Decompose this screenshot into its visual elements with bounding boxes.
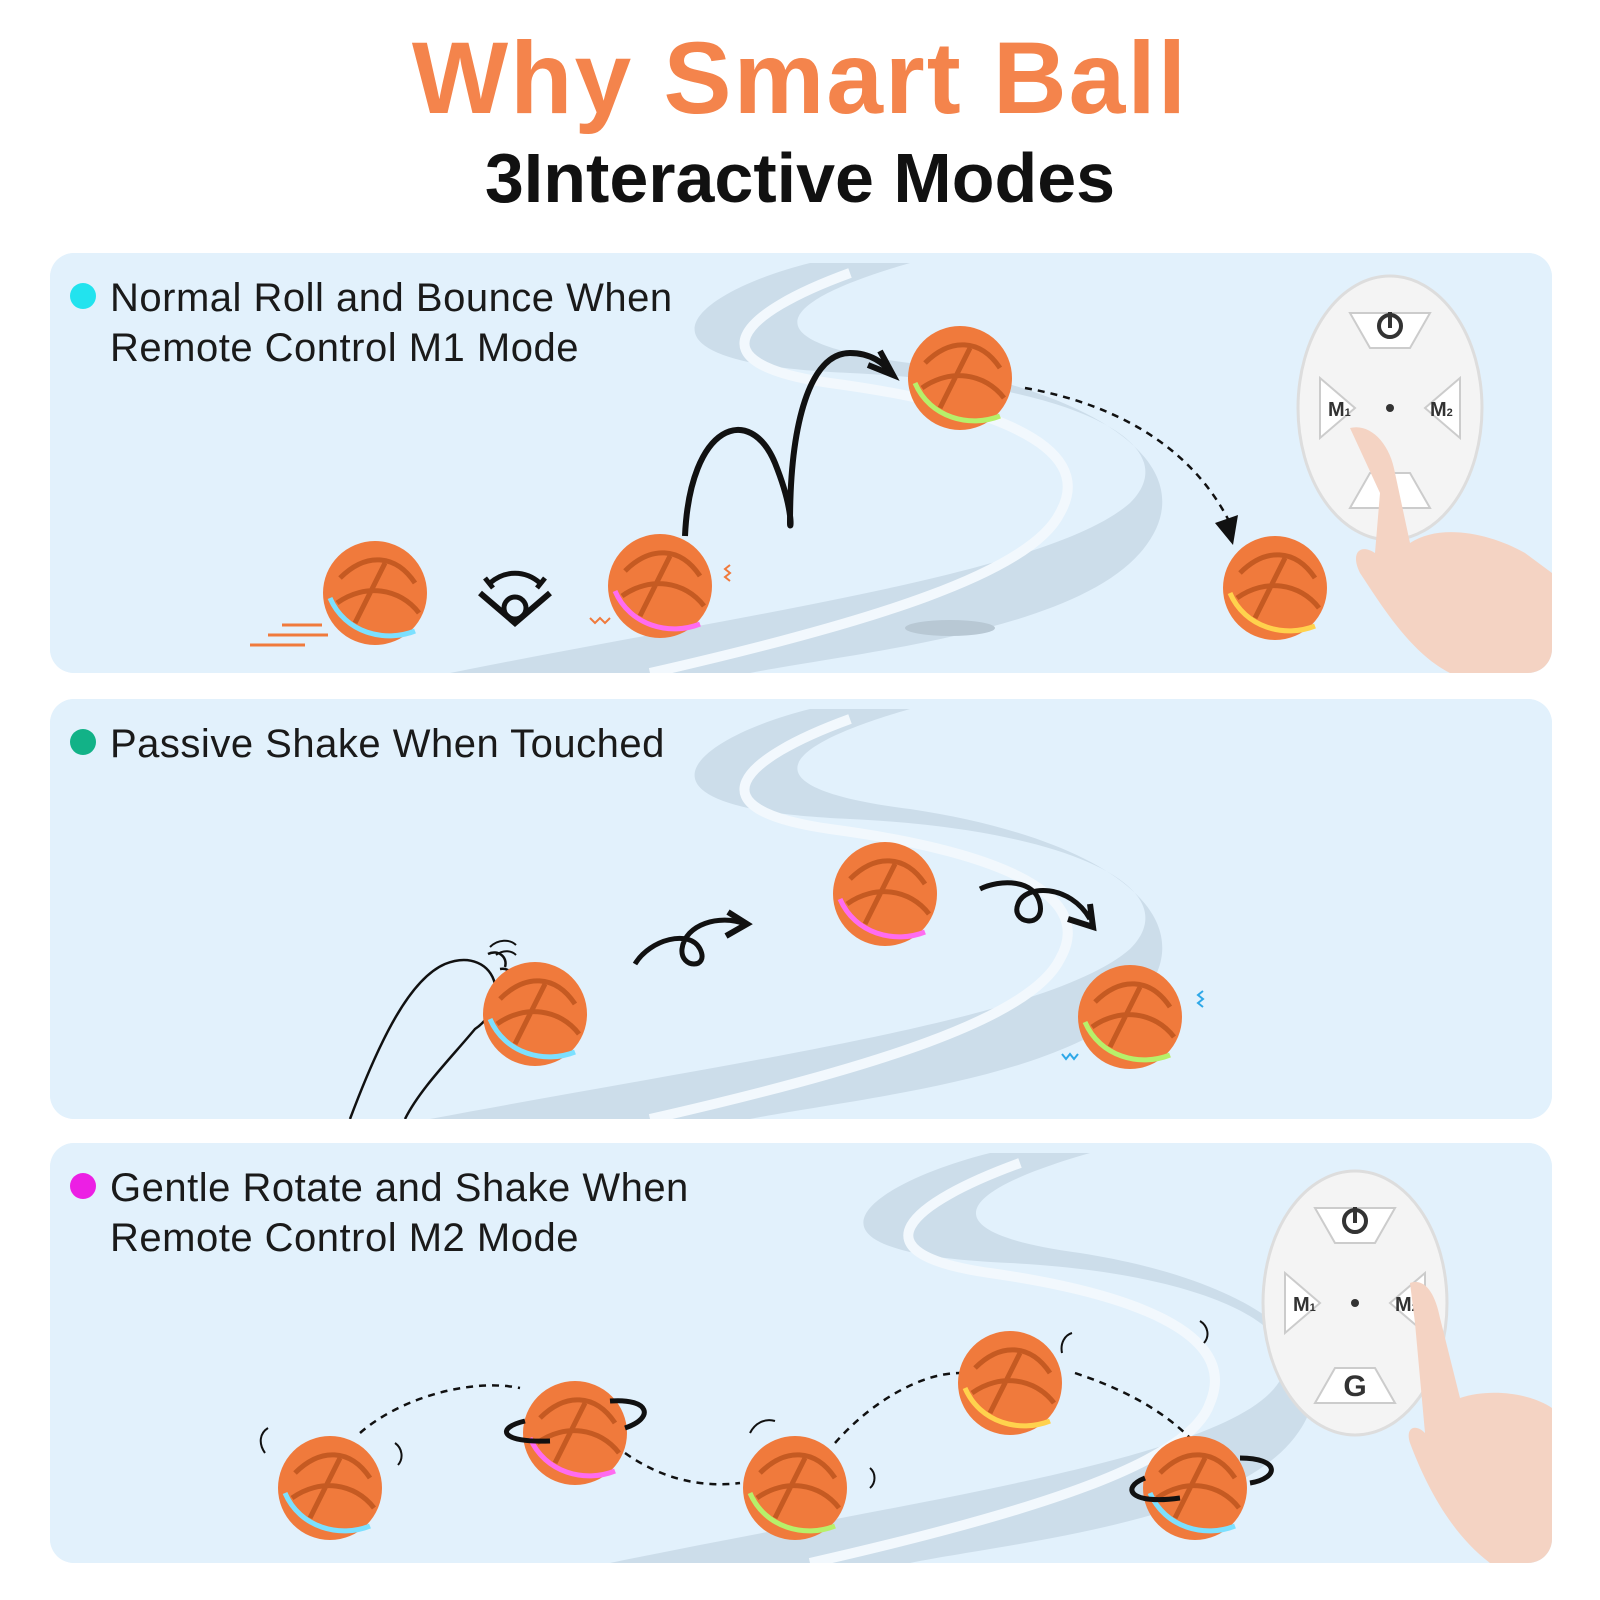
mode-heading-line1: Gentle Rotate and Shake When [110,1166,689,1210]
ball-rotating-2 [1143,1436,1247,1540]
remote-control: M1 M2 [1296,274,1484,542]
page-title: Why Smart Ball [411,21,1189,135]
mode-indicator-dot [70,1173,96,1199]
ball-rolling [323,541,427,645]
g-button[interactable] [1313,1367,1397,1404]
vibration-mark [1061,1052,1079,1061]
m1-button[interactable] [1319,375,1357,441]
svg-text:M2: M2 [1430,399,1453,421]
mode-panel-m2: M1 M2 G Gentle Rotate and Shake When Rem… [50,1143,1552,1563]
rotate-arrow [1129,1455,1274,1503]
ball-landed [1223,536,1327,640]
finger-hand [1408,1282,1552,1563]
road-lane-line [648,714,1073,1119]
road-lane-line [808,1158,1220,1563]
mode-panel-touch: Passive Shake When Touched [50,699,1552,1119]
mode-illustration: M1 M2 G [50,1143,1552,1563]
finger-hand [1350,427,1552,673]
bounce-arrow [682,349,893,537]
arrow-head [724,909,753,939]
m1-button[interactable] [1284,1270,1322,1336]
ball-shaking-start [278,1436,382,1540]
arrow-head [1215,515,1238,545]
mode-indicator-dot [70,729,96,755]
m1-label: M [1328,399,1345,421]
loop-arrow [632,917,746,967]
page-subtitle: 3Interactive Modes [484,139,1116,217]
vibration-mark [589,616,611,625]
mode-heading: Normal Roll and Bounce When Remote Contr… [70,273,673,373]
mode-indicator-dot [70,283,96,309]
power-button[interactable] [1348,312,1432,349]
arrow-head [866,349,900,381]
vibration-mark [1196,990,1205,1008]
mode-heading-line1: Passive Shake When Touched [110,722,665,766]
arrow-head [1067,903,1097,932]
ball-airborne [908,326,1012,430]
m2-button[interactable] [1423,375,1461,441]
ball-shaking-mid [833,842,937,946]
remote-control: M1 M2 G [1261,1169,1449,1437]
mode-illustration [50,699,1552,1119]
svg-text:M1: M1 [1293,1294,1316,1316]
ball-shaking-3 [958,1331,1062,1435]
g-label: G [1343,1370,1366,1403]
roll-direction-icon [478,570,552,627]
cat-paw-outline [348,958,498,1119]
shake-wave [259,1427,403,1466]
landing-arrow [1024,386,1232,524]
mode-panel-m1: M1 M2 Normal Roll and Bounce When Remote… [50,253,1552,673]
mode-heading: Gentle Rotate and Shake When Remote Cont… [70,1163,689,1263]
m2-label: M [1430,399,1447,421]
power-button[interactable] [1313,1207,1397,1244]
ball-shadow [905,620,995,636]
ball-shaking-end [1078,965,1182,1069]
mode-heading-line2: Remote Control M2 Mode [110,1216,579,1260]
ball-rotating-1 [523,1381,627,1485]
m2-label: M [1395,1294,1412,1316]
rotate-arrow [503,1398,647,1444]
ball-touched [483,962,587,1066]
mode-illustration: M1 M2 [50,253,1552,673]
loop-arrow [978,880,1093,924]
touch-wave [489,939,517,956]
mode-heading-line2: Remote Control M1 Mode [110,326,579,370]
road-lane-line [648,268,1073,673]
ball-shaking-2 [743,1436,847,1540]
mode-heading: Passive Shake When Touched [70,719,665,769]
panel-background [50,699,1552,1119]
ball-bouncing [608,534,712,638]
svg-text:M1: M1 [1328,399,1351,421]
mode-heading-line1: Normal Roll and Bounce When [110,276,673,320]
shake-wave [1060,1320,1209,1354]
shake-wave [749,1419,876,1489]
vibration-mark [723,564,732,582]
m1-label: M [1293,1294,1310,1316]
